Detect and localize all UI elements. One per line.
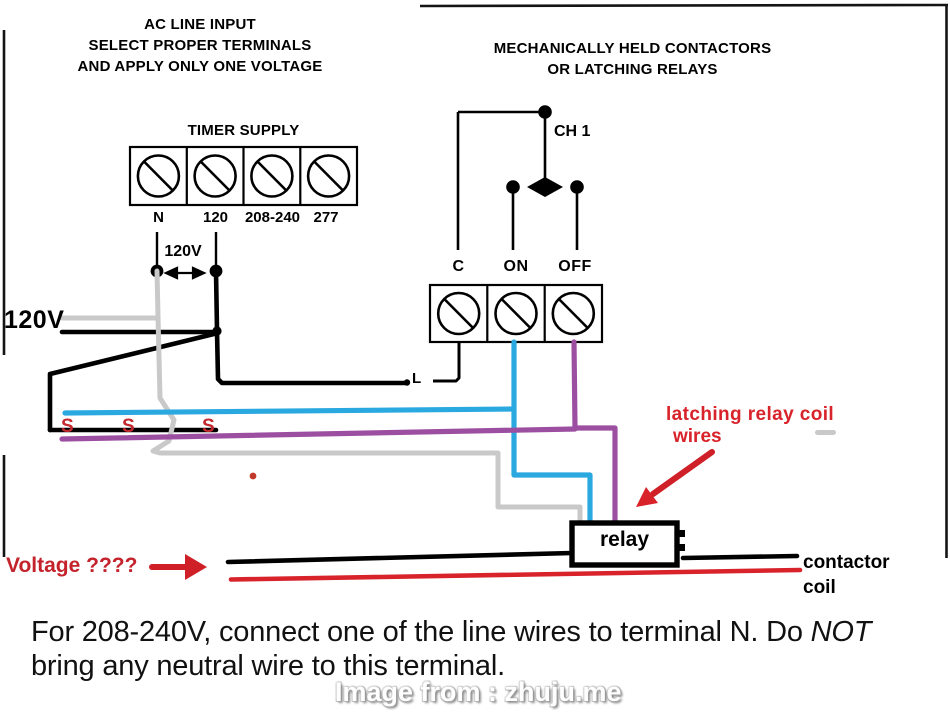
voltage-span-arrow bbox=[163, 266, 207, 280]
channel-label: CH 1 bbox=[554, 123, 591, 140]
note-line1-emphasis: NOT bbox=[810, 616, 872, 648]
line-wire-end-dot bbox=[403, 379, 411, 386]
timer-terminal-block bbox=[128, 145, 359, 207]
channel-selector-circuit bbox=[456, 105, 584, 250]
ac-line-heading-line3: AND APPLY ONLY ONE VOLTAGE bbox=[77, 58, 323, 75]
line-terminal-label: L bbox=[412, 370, 422, 387]
contactor-coil-black-wire bbox=[225, 550, 800, 565]
terminal-label-120: 120 bbox=[202, 209, 229, 226]
hot-line-wires bbox=[47, 268, 410, 433]
on-coil-blue-wire bbox=[62, 339, 593, 526]
contactors-heading-line2: OR LATCHING RELAYS bbox=[547, 61, 718, 78]
note-line1-text: For 208-240V, connect one of the line wi… bbox=[31, 616, 811, 648]
contactor-coil-red-wire bbox=[228, 567, 803, 582]
stray-gray-dash bbox=[815, 430, 836, 435]
screw-terminal-icon bbox=[136, 154, 351, 198]
note-line2: bring any neutral wire to this terminal. bbox=[31, 650, 505, 682]
contactor-label-line1: contactor bbox=[803, 552, 890, 573]
relay-terminal-block bbox=[428, 283, 604, 344]
ac-line-heading-line2: SELECT PROPER TERMINALS bbox=[88, 37, 312, 54]
frame-borders bbox=[2, 3, 949, 558]
supply-voltage-label: 120V bbox=[4, 306, 65, 334]
contactors-heading: MECHANICALLY HELD CONTACTORS OR LATCHING… bbox=[450, 38, 815, 80]
voltage-question-label: Voltage ???? bbox=[6, 554, 138, 577]
relay-box bbox=[569, 520, 685, 568]
neutral-gray-wires bbox=[59, 268, 583, 525]
terminal-label-n: N bbox=[153, 209, 164, 226]
terminal-label-208-240: 208-240 bbox=[244, 209, 301, 226]
contactor-label-line2: coil bbox=[803, 577, 836, 598]
diamond-icon bbox=[527, 177, 563, 197]
off-coil-purple-wire bbox=[59, 339, 618, 526]
latching-wires-arrow bbox=[636, 449, 715, 507]
switch-mark-3: S bbox=[202, 416, 215, 437]
ac-line-heading-line1: AC LINE INPUT bbox=[144, 16, 256, 33]
terminal-label-277: 277 bbox=[313, 209, 339, 226]
switch-mark-1: S bbox=[61, 416, 74, 437]
relay-label: relay bbox=[599, 528, 650, 551]
watermark: Image from : zhuju.me bbox=[335, 677, 622, 707]
screw-terminal-icon bbox=[436, 291, 596, 336]
voltage-question-arrow bbox=[149, 554, 207, 580]
hot-junction-dot bbox=[212, 326, 222, 336]
terminal-label-on: ON bbox=[503, 258, 529, 275]
voltage-span-label: 120V bbox=[164, 243, 202, 260]
terminal-label-c: C bbox=[452, 258, 465, 275]
note-line1: For 208-240V, connect one of the line wi… bbox=[31, 616, 871, 649]
switch-mark-2: S bbox=[122, 416, 135, 437]
latching-annotation-line2: wires bbox=[673, 426, 722, 447]
contactors-heading-line1: MECHANICALLY HELD CONTACTORS bbox=[493, 40, 772, 57]
terminal-label-off: OFF bbox=[558, 258, 592, 275]
common-terminal-wire bbox=[433, 342, 461, 383]
ac-line-heading: AC LINE INPUT SELECT PROPER TERMINALS AN… bbox=[15, 14, 385, 77]
latching-annotation-line1: latching relay coil bbox=[666, 404, 835, 425]
stray-red-dot bbox=[249, 472, 257, 480]
timer-supply-title: TIMER SUPPLY bbox=[187, 122, 300, 139]
